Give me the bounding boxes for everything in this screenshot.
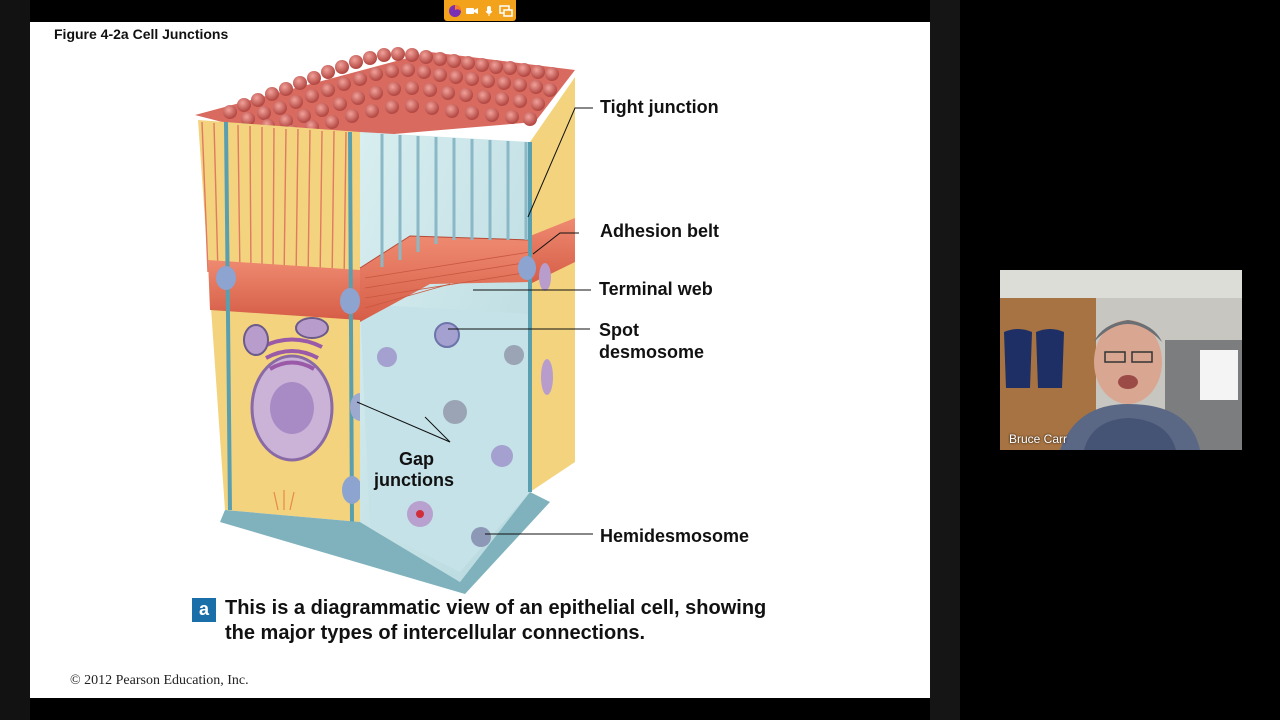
label-spot-desmosome-line2: desmosome xyxy=(599,342,705,362)
presentation-slide: Figure 4-2a Cell Junctions xyxy=(30,22,930,698)
figure-caption: This is a diagrammatic view of an epithe… xyxy=(225,597,767,644)
camera-icon[interactable] xyxy=(465,4,479,18)
caption-badge: a xyxy=(192,598,216,622)
participant-name: Bruce Carr xyxy=(1009,432,1068,446)
participant-video-feed xyxy=(1000,270,1242,450)
label-adhesion-belt: Adhesion belt xyxy=(600,221,720,241)
cutaway-cell-interior xyxy=(359,132,531,582)
label-leader-lines xyxy=(356,107,593,535)
label-terminal-web: Terminal web xyxy=(599,279,713,299)
firefox-icon[interactable] xyxy=(448,4,462,18)
label-hemidesmosome: Hemidesmosome xyxy=(600,526,750,546)
figure-title: Figure 4-2a Cell Junctions xyxy=(54,26,229,42)
label-spot-desmosome-line1: Spot xyxy=(599,320,639,340)
label-gap-junctions-line1: Gap xyxy=(399,449,435,469)
right-margin xyxy=(930,0,960,720)
basement-membrane xyxy=(220,492,550,594)
right-cell-face xyxy=(518,77,575,492)
label-gap-junctions-line2: junctions xyxy=(374,470,454,490)
left-cell-face xyxy=(198,120,370,523)
participant-video-tile[interactable]: Bruce Carr xyxy=(1000,270,1242,450)
screen-share-icon[interactable] xyxy=(498,4,513,18)
screen-share-toolbar[interactable] xyxy=(444,0,516,21)
left-margin xyxy=(0,0,30,720)
microvilli-surface xyxy=(195,47,575,142)
label-tight-junction: Tight junction xyxy=(600,97,719,117)
epithelial-cell-diagram xyxy=(195,47,593,594)
copyright-notice: © 2012 Pearson Education, Inc. xyxy=(70,673,249,688)
microphone-icon[interactable] xyxy=(482,4,496,18)
